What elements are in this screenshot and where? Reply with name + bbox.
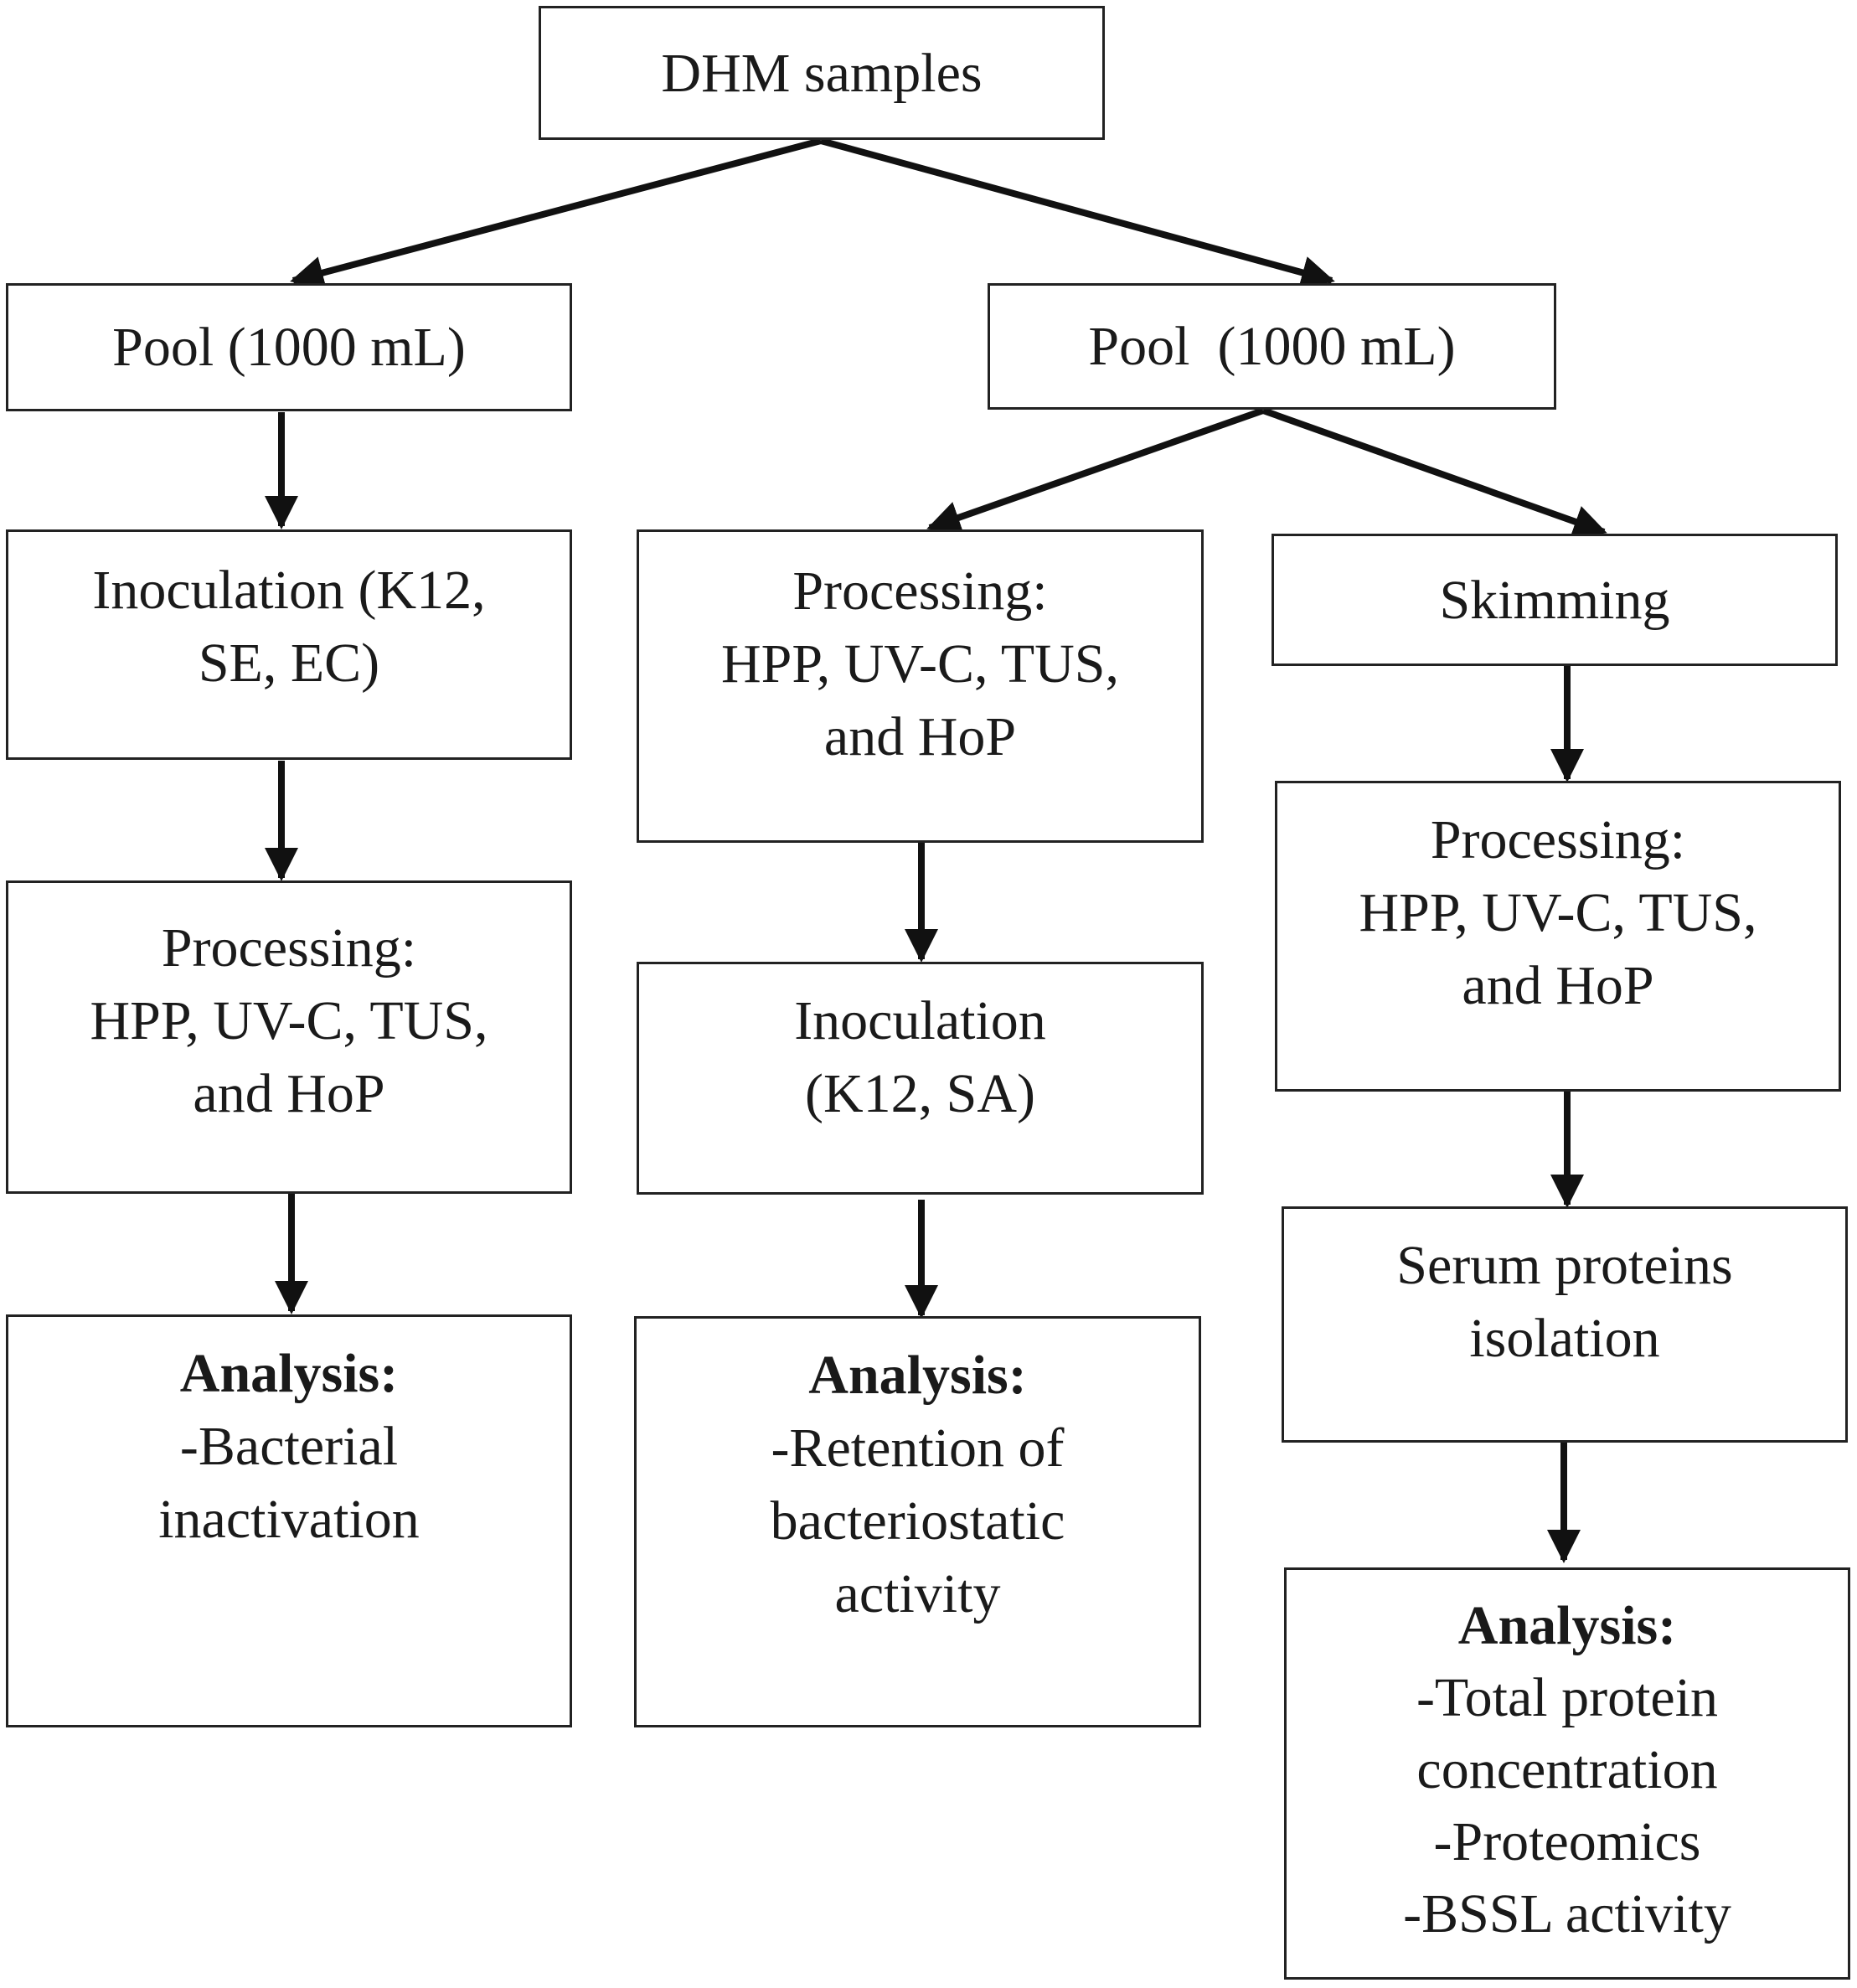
col2-processing-line: and HoP xyxy=(823,706,1017,767)
col3-isolation-line: isolation xyxy=(1469,1308,1660,1369)
col1-analysis-line: -Bacterial xyxy=(179,1416,399,1477)
col3-processing-line: Processing: xyxy=(1430,809,1686,870)
col3-analysis-node: Analysis: -Total protein concentration -… xyxy=(1284,1567,1850,1980)
pool-right-label: Pool (1000 mL) xyxy=(1088,316,1456,377)
col3-analysis-line: -Proteomics xyxy=(1433,1811,1701,1872)
col1-analysis-line: inactivation xyxy=(158,1489,420,1550)
col1-inoculation-line: Inoculation (K12, xyxy=(92,560,486,621)
col3-analysis-line: concentration xyxy=(1416,1739,1718,1800)
col3-isolation-node: Serum proteins isolation xyxy=(1282,1206,1848,1443)
col3-skimming-node: Skimming xyxy=(1272,534,1838,666)
col2-analysis-line: -Retention of xyxy=(771,1417,1065,1479)
col1-processing-line: Processing: xyxy=(161,917,417,979)
col2-analysis-title: Analysis: xyxy=(808,1345,1027,1406)
col1-inoculation-node: Inoculation (K12, SE, EC) xyxy=(6,529,572,760)
arrow-root-to-pool-right xyxy=(819,137,1335,289)
col1-inoculation-line: SE, EC) xyxy=(198,633,380,694)
pool-left-label: Pool (1000 mL) xyxy=(112,317,466,378)
arrow-root-to-pool-left xyxy=(290,137,823,290)
col2-inoculation-line: (K12, SA) xyxy=(805,1063,1035,1124)
col3-isolation-line: Serum proteins xyxy=(1396,1235,1733,1296)
col2-analysis-line: bacteriostatic xyxy=(770,1490,1065,1552)
root-node: DHM samples xyxy=(539,6,1105,140)
col2-analysis-node: Analysis: -Retention of bacteriostatic a… xyxy=(634,1316,1201,1727)
arrow-pool-right-to-processing-col2 xyxy=(926,407,1265,534)
col1-processing-node: Processing: HPP, UV-C, TUS, and HoP xyxy=(6,880,572,1194)
col3-processing-node: Processing: HPP, UV-C, TUS, and HoP xyxy=(1275,781,1841,1092)
root-label: DHM samples xyxy=(661,42,983,104)
col3-skimming-label: Skimming xyxy=(1439,569,1670,631)
col3-analysis-line: -Total protein xyxy=(1416,1667,1719,1728)
col2-analysis-line: activity xyxy=(834,1563,1001,1624)
col3-analysis-title: Analysis: xyxy=(1457,1595,1677,1656)
col2-inoculation-node: Inoculation (K12, SA) xyxy=(637,962,1204,1195)
col1-analysis-title: Analysis: xyxy=(179,1343,399,1404)
pool-left-node: Pool (1000 mL) xyxy=(6,283,572,411)
col3-analysis-line: -BSSL activity xyxy=(1403,1883,1731,1944)
col1-analysis-node: Analysis: -Bacterial inactivation xyxy=(6,1314,572,1727)
col2-processing-node: Processing: HPP, UV-C, TUS, and HoP xyxy=(637,529,1204,843)
col2-inoculation-line: Inoculation xyxy=(794,990,1046,1051)
col1-processing-line: and HoP xyxy=(193,1063,385,1124)
col3-processing-line: HPP, UV-C, TUS, xyxy=(1359,882,1757,943)
col1-processing-line: HPP, UV-C, TUS, xyxy=(90,990,488,1051)
pool-right-node: Pool (1000 mL) xyxy=(988,283,1556,410)
col2-processing-line: HPP, UV-C, TUS, xyxy=(720,633,1120,695)
arrow-pool-right-to-skimming xyxy=(1261,407,1607,538)
col3-processing-line: and HoP xyxy=(1462,955,1654,1016)
col2-processing-line: Processing: xyxy=(792,560,1048,622)
